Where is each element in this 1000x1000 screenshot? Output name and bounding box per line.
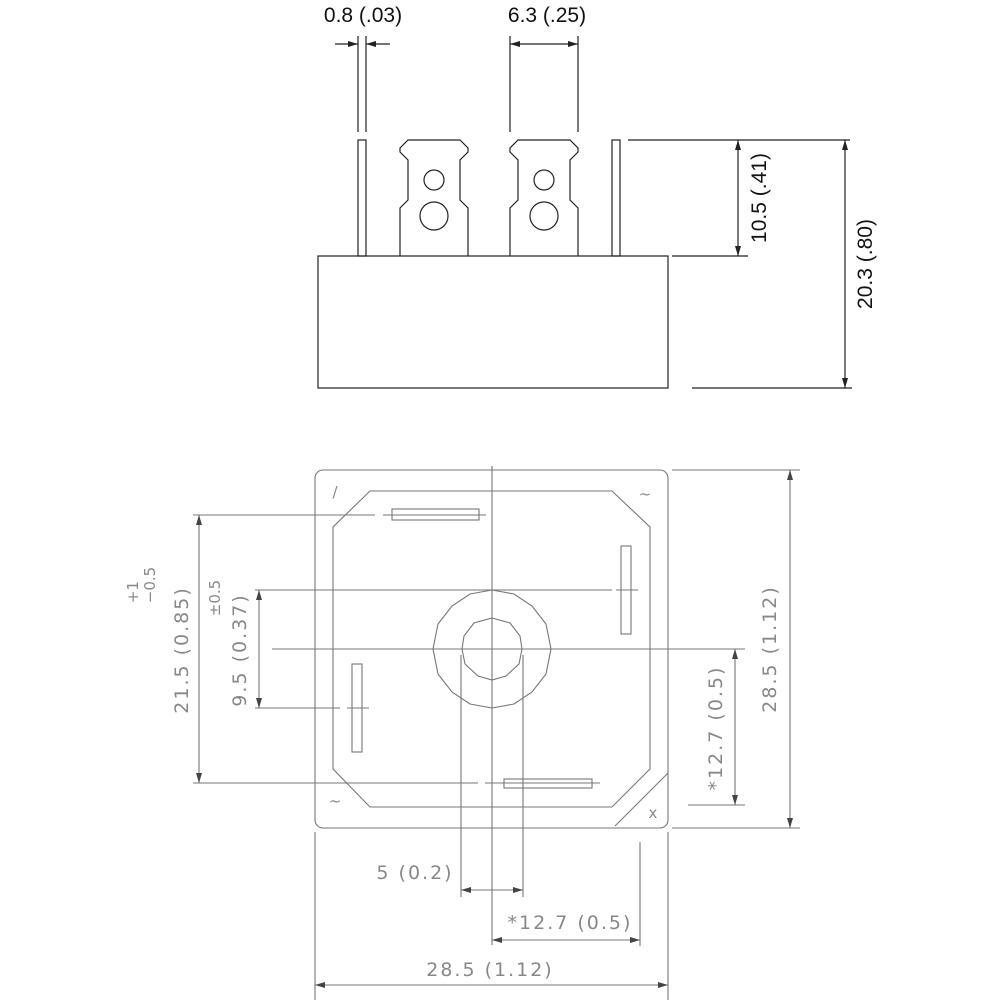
dim-pin-span-vertical: 21.5 (0.85): [171, 586, 193, 713]
tab-terminal-1: [399, 139, 469, 256]
tol-pin-offset: ±0.5: [206, 580, 224, 616]
dim-center-horizontal: *12.7 (0.5): [508, 912, 633, 934]
tol-plus: +1: [124, 581, 142, 603]
bottom-view: / ~ ~ x 21.5 (0.85) +1 −0.5 9.5 (0.37) ±…: [124, 466, 800, 1000]
tab-hole-small: [423, 169, 445, 191]
marking-ac-top: ~: [639, 485, 652, 503]
dim-pin-length: 10.5 (.41): [748, 153, 771, 243]
tol-minus: −0.5: [141, 567, 159, 603]
marking-minus: x: [649, 804, 658, 822]
pin-right: [611, 139, 621, 257]
tab-terminal-2: [509, 139, 579, 256]
inner-outline: [332, 490, 651, 808]
marking-ac-bottom: ~: [329, 792, 342, 810]
dim-body-vertical: 28.5 (1.12): [759, 585, 781, 712]
marking-plus: /: [332, 483, 338, 501]
body-outline: [317, 255, 669, 389]
dim-pin-thickness: 0.8 (.03): [324, 4, 402, 27]
corner-chamfer: [614, 772, 669, 827]
tab-hole-small: [533, 169, 555, 191]
dim-tab-width: 6.3 (.25): [508, 4, 586, 27]
tab-hole-large: [419, 201, 449, 231]
dim-pin-offset-vertical: 9.5 (0.37): [229, 593, 251, 706]
side-view: 0.8 (.03) 6.3 (.25) 10.5 (.41) 20.3 (.80…: [317, 4, 877, 389]
dim-hole: 5 (0.2): [376, 862, 453, 884]
dim-total-height: 20.3 (.80): [854, 219, 877, 309]
dim-center-vertical: *12.7 (0.5): [705, 666, 727, 791]
dim-body-horizontal: 28.5 (1.12): [426, 959, 553, 981]
pin-left: [357, 139, 367, 257]
tab-hole-large: [529, 201, 559, 231]
